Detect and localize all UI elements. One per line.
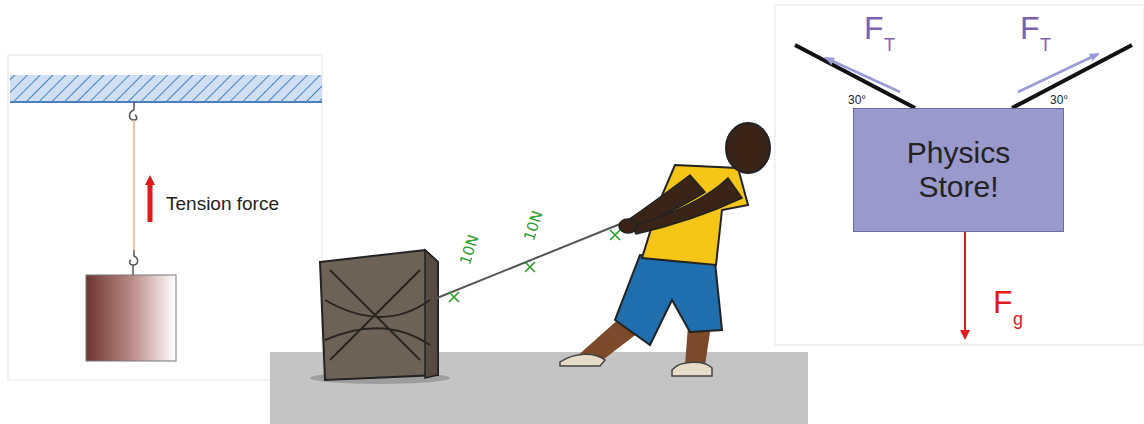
force-subscript: T [1040,36,1051,54]
force-symbol: F [993,286,1013,318]
handwritten-note: 10N [458,233,482,266]
angle-label: 30° [1050,94,1068,106]
force-label: Tension force [166,194,279,213]
hanging-mass-panel [8,55,322,380]
angle-label: 30° [848,94,866,106]
handwritten-note: 10N [522,209,546,242]
pulling-scene [270,123,808,424]
sign-box: Physics Store! [853,108,1064,232]
sign-panel [775,5,1144,345]
force-subscript: g [1013,310,1023,328]
force-subscript: T [884,36,895,54]
force-symbol: F [864,12,884,44]
sign-text: Physics Store! [873,136,1044,205]
force-symbol: F [1020,12,1040,44]
